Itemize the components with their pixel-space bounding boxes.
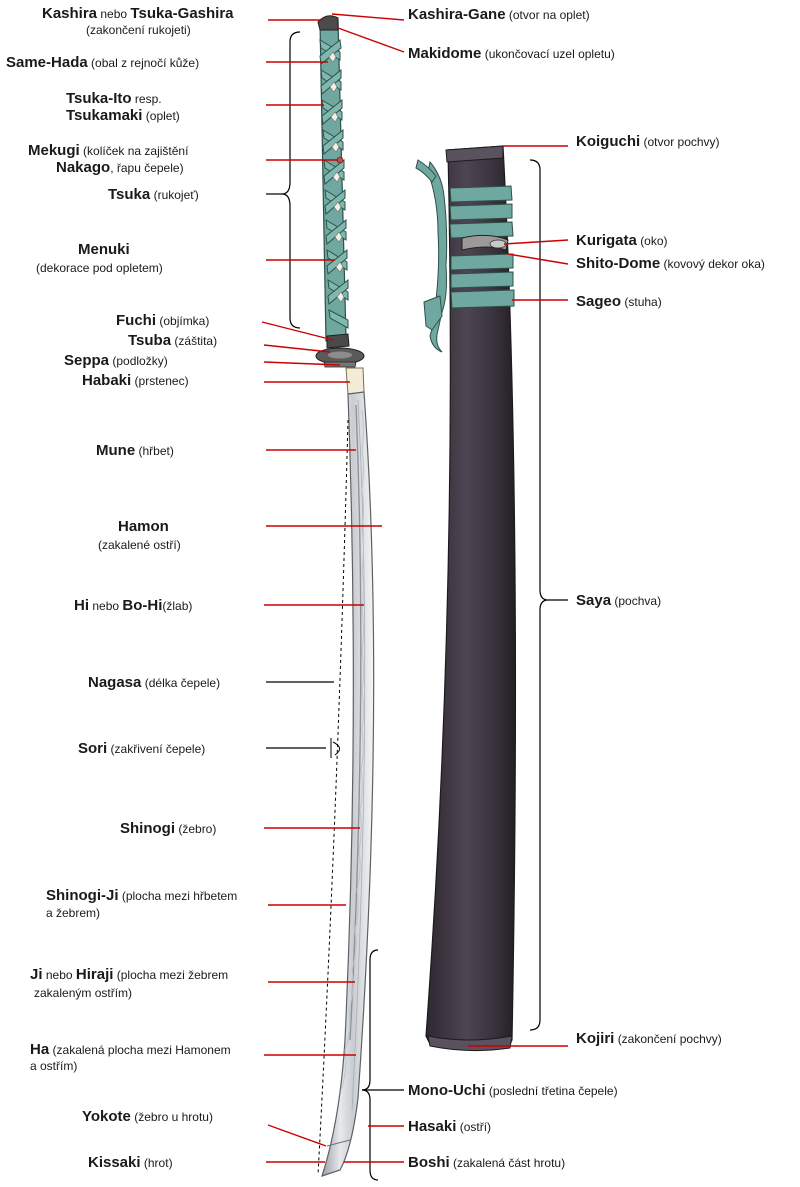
label-saya: Saya (pochva) <box>576 592 662 609</box>
label-hi: Hi nebo Bo-Hi(žlab) <box>74 597 193 614</box>
label-mono-uchi: Mono-Uchi (poslední třetina čepele) <box>408 1082 618 1099</box>
label-kissaki: Kissaki (hrot) <box>88 1154 173 1171</box>
label-kojiri: Kojiri (zakončení pochvy) <box>576 1030 722 1047</box>
label-fuchi: Fuchi (objímka) <box>116 312 210 329</box>
label-kashira-desc: (zakončení rukojeti) <box>86 23 191 37</box>
label-kashira-gane: Kashira-Gane (otvor na oplet) <box>408 6 590 23</box>
leader-lines <box>261 13 569 1163</box>
label-shito-dome: Shito-Dome (kovový dekor oka) <box>576 255 765 272</box>
label-sageo: Sageo (stuha) <box>576 293 662 310</box>
label-ji: Ji nebo Hiraji (plocha mezi žebrem <box>30 966 229 983</box>
tsuka-handle <box>315 15 365 395</box>
saya-scabbard <box>415 145 517 1052</box>
nagasa-measure-line <box>317 419 349 1176</box>
label-nagasa: Nagasa (délka čepele) <box>88 674 221 691</box>
label-tsuka: Tsuka (rukojeť) <box>108 186 199 203</box>
label-menuki: Menuki <box>78 241 130 258</box>
blade <box>321 391 375 1177</box>
label-mekugi: Mekugi (kolíček na zajištění <box>28 142 189 159</box>
label-tsuba: Tsuba (záštita) <box>128 332 218 349</box>
label-boshi: Boshi (zakalená část hrotu) <box>408 1154 566 1171</box>
label-hamon: Hamon <box>118 518 169 535</box>
label-menuki-desc: (dekorace pod opletem) <box>36 261 163 275</box>
label-sori: Sori (zakřivení čepele) <box>78 740 206 757</box>
label-shinogi: Shinogi (žebro) <box>120 820 217 837</box>
label-habaki: Habaki (prstenec) <box>82 372 189 389</box>
label-ha-desc2: a ostřím) <box>30 1059 78 1073</box>
black-leaders <box>266 193 568 1091</box>
label-kashira: Kashira nebo Tsuka-Gashira <box>42 5 234 22</box>
label-tsukamaki: Tsukamaki (oplet) <box>66 107 180 124</box>
label-same-hada: Same-Hada (obal z rejnočí kůže) <box>6 54 200 71</box>
label-nakago: Nakago, řapu čepele) <box>56 159 184 176</box>
saya-bracket <box>529 159 549 1031</box>
label-hamon-desc: (zakalené ostří) <box>98 538 181 552</box>
label-shinogi-ji: Shinogi-Ji (plocha mezi hřbetem <box>46 887 238 904</box>
tsuka-bracket <box>281 31 301 329</box>
label-kurigata: Kurigata (oko) <box>576 232 668 249</box>
label-koiguchi: Koiguchi (otvor pochvy) <box>576 133 720 150</box>
label-tsuka-ito: Tsuka-Ito resp. <box>66 90 162 107</box>
label-seppa: Seppa (podložky) <box>64 352 168 369</box>
label-shinogi-ji-desc2: a žebrem) <box>46 906 101 920</box>
label-mune: Mune (hřbet) <box>96 442 174 459</box>
label-hasaki: Hasaki (ostří) <box>408 1118 492 1135</box>
label-ha: Ha (zakalená plocha mezi Hamonem <box>30 1041 231 1058</box>
label-yokote: Yokote (žebro u hrotu) <box>82 1108 213 1125</box>
label-ji-desc2: zakaleným ostřím) <box>34 986 133 1000</box>
label-makidome: Makidome (ukončovací uzel opletu) <box>408 45 615 62</box>
